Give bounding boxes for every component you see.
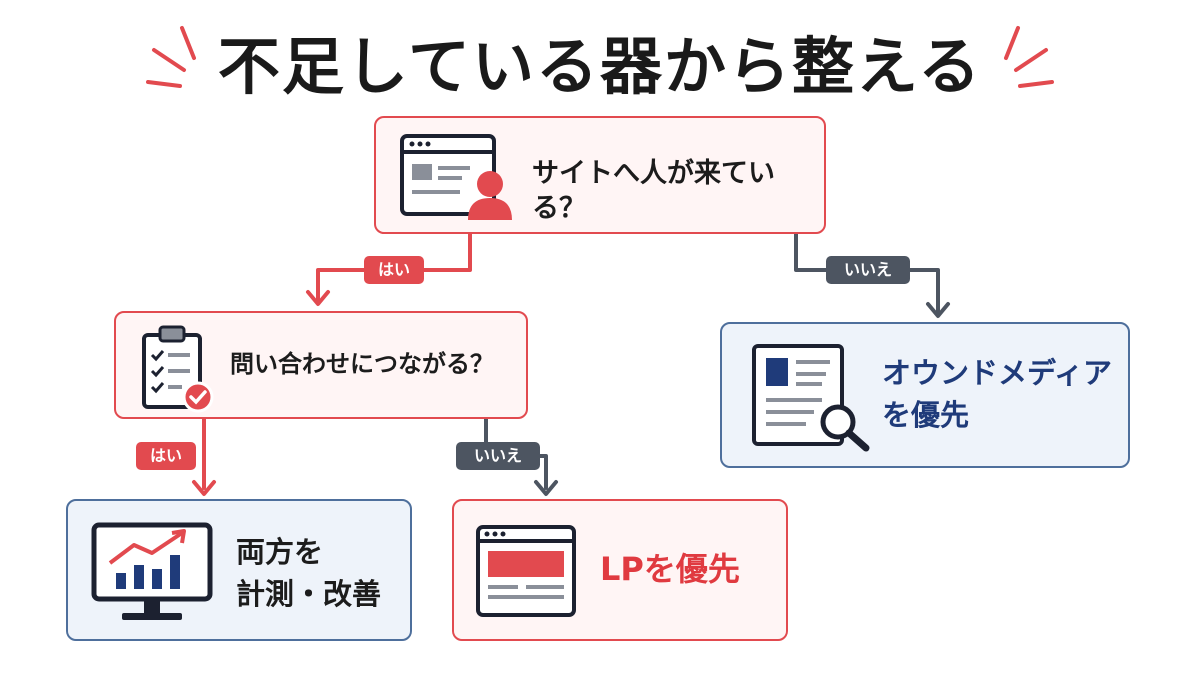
arrowhead-inquiry-no (534, 480, 558, 496)
result-lp-label: LPを優先 (600, 550, 740, 588)
result-measure-node: 両方を 計測・改善 (66, 499, 412, 641)
browser-user-icon (400, 134, 512, 220)
checklist-clipboard-icon (142, 325, 214, 413)
monitor-chart-icon (91, 522, 213, 620)
branch-badge-traffic-no: いいえ (826, 256, 910, 284)
page-title: 不足している器から整える (217, 30, 983, 103)
result-lp-node: LPを優先 (452, 499, 788, 641)
arrowhead-inquiry-yes (192, 480, 216, 496)
emphasis-burst-right-icon (1004, 26, 1054, 88)
question-traffic-node: サイトへ人が来ている？ (374, 116, 826, 234)
result-owned-media-node: オウンドメディア を優先 (720, 322, 1130, 468)
result-owned-media-label: オウンドメディア を優先 (882, 356, 1112, 433)
article-search-icon (752, 344, 870, 452)
question-inquiry-node: 問い合わせにつながる？ (114, 311, 528, 419)
branch-badge-inquiry-no: いいえ (456, 442, 540, 470)
result-measure-label: 両方を 計測・改善 (236, 535, 382, 612)
arrowhead-traffic-yes (306, 290, 330, 306)
arrowhead-traffic-no (926, 302, 950, 318)
question-inquiry-label: 問い合わせにつながる？ (230, 350, 494, 378)
landing-page-icon (476, 525, 576, 617)
branch-badge-inquiry-yes: はい (136, 442, 196, 470)
emphasis-burst-left-icon (146, 26, 196, 88)
question-traffic-label: サイトへ人が来ている？ (532, 158, 775, 225)
branch-badge-traffic-yes: はい (364, 256, 424, 284)
